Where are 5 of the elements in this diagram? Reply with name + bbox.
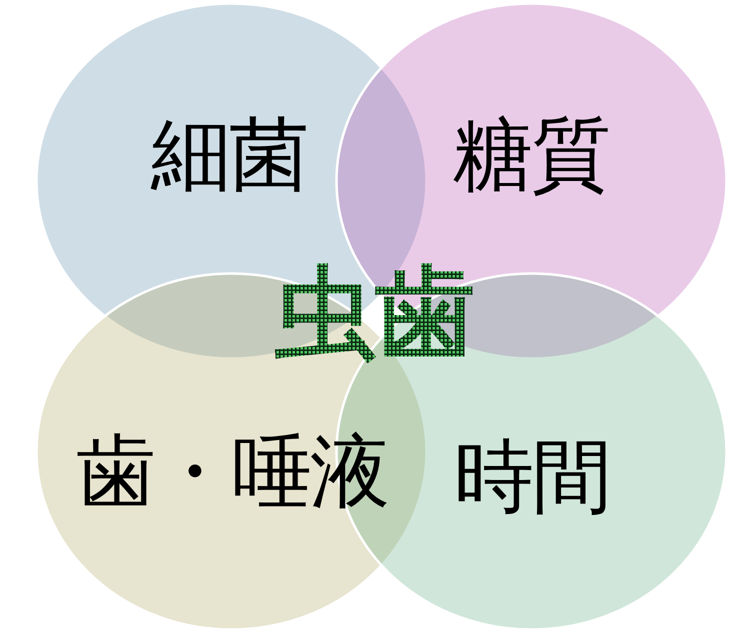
circle-label: 細菌 (151, 115, 307, 195)
circle-label: 歯・唾液 (76, 432, 388, 512)
center-label: 虫歯 (275, 263, 475, 363)
circle-label: 時間 (454, 437, 610, 517)
circle-label: 糖質 (453, 115, 609, 195)
